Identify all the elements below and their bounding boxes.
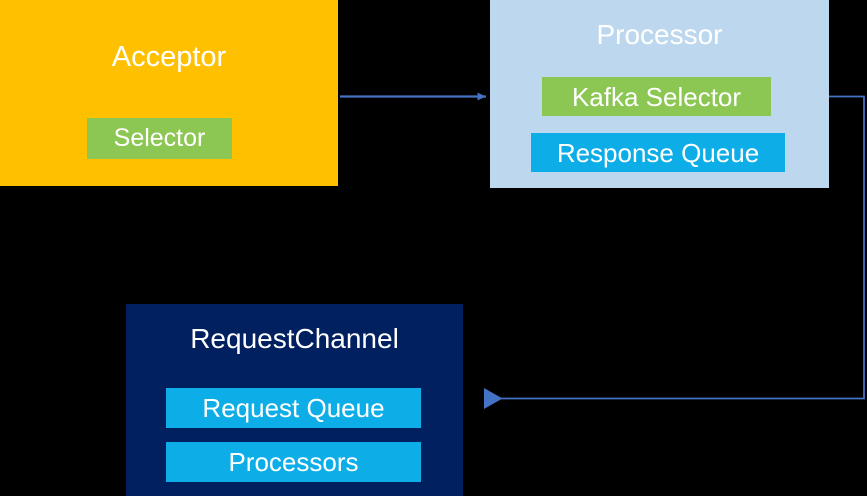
chip-kafka-selector-label: Kafka Selector: [571, 81, 742, 112]
chip-request-queue[interactable]: Request Queue: [166, 388, 421, 428]
chip-request-queue-label: Request Queue: [202, 393, 385, 423]
chip-response-queue-label: Response Queue: [556, 137, 760, 168]
chip-processors-label: Processors: [228, 447, 359, 477]
node-acceptor-title: Acceptor: [111, 41, 227, 73]
chip-response-queue[interactable]: Response Queue: [531, 133, 785, 172]
chip-selector-label: Selector: [113, 124, 206, 152]
node-requestchannel-title: RequestChannel: [190, 323, 399, 354]
chip-processors[interactable]: Processors: [166, 442, 421, 482]
node-processor-title: Processor: [596, 19, 723, 50]
chip-kafka-selector[interactable]: Kafka Selector: [542, 77, 771, 116]
chip-selector[interactable]: Selector: [87, 118, 232, 159]
